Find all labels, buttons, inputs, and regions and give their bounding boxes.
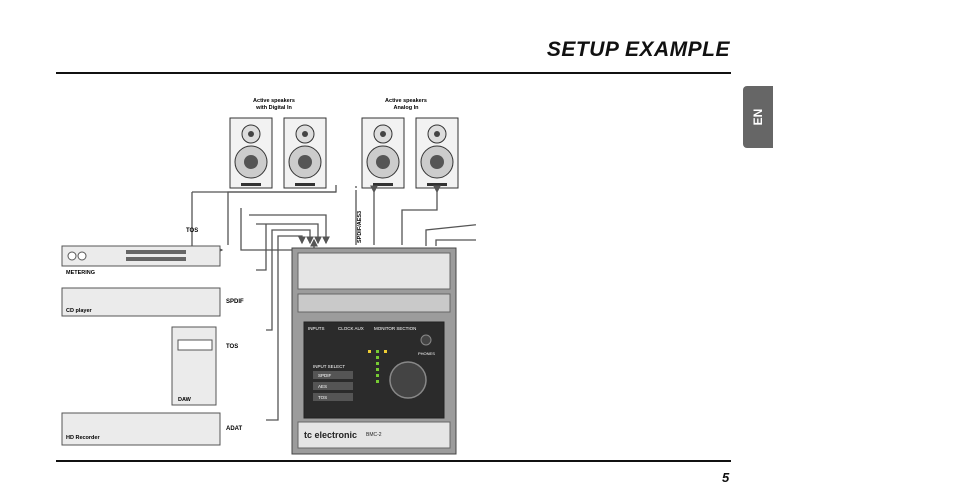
clock-section-label: CLOCK AUX xyxy=(338,326,364,331)
speakers-digital-label-1: Active speakers xyxy=(253,98,295,104)
metering-label: METERING xyxy=(66,270,95,276)
page-title: SETUP EXAMPLE xyxy=(546,38,730,61)
daw-device xyxy=(171,326,217,406)
input-select-label: INPUT SELECT xyxy=(313,364,345,369)
brand-logo: tc electronic xyxy=(304,430,357,440)
cable-label-spdif-aes: SPDIF/AES3 xyxy=(357,211,363,243)
phones-label: PHONES xyxy=(418,351,435,356)
hd-recorder-label: HD Recorder xyxy=(66,435,100,441)
select-tos: TOS xyxy=(318,395,327,400)
speaker-analog-left xyxy=(361,117,405,189)
select-aes: AES xyxy=(318,384,327,389)
hd-recorder-device xyxy=(61,412,221,446)
monitor-section-label: MONITOR SECTION xyxy=(374,326,416,331)
speaker-digital-left xyxy=(229,117,273,189)
speakers-analog-label-1: Active speakers xyxy=(385,98,427,104)
header-rule xyxy=(56,72,731,74)
cd-player-label: CD player xyxy=(66,308,93,314)
model-label: BMC-2 xyxy=(366,432,382,438)
select-spdif: SPDIF xyxy=(318,373,332,378)
speakers-analog-label-2: Analog In xyxy=(393,105,419,111)
footer-rule xyxy=(56,460,731,462)
cable-label-tos-1: TOS xyxy=(186,228,198,234)
language-label: EN xyxy=(751,108,765,126)
speakers-digital-label-2: with Digital In xyxy=(255,105,292,111)
page-number: 5 xyxy=(722,470,730,485)
language-tab: EN xyxy=(743,86,773,148)
cable-label-adat: ADAT xyxy=(226,426,243,432)
inputs-section-label: INPUTS xyxy=(308,326,325,331)
daw-label: DAW xyxy=(178,397,192,403)
metering-device xyxy=(61,245,221,267)
speaker-analog-right xyxy=(415,117,459,189)
bmc2-unit xyxy=(291,247,457,455)
cable-label-tos-2: TOS xyxy=(226,344,238,350)
speaker-digital-right xyxy=(283,117,327,189)
cable-label-spdif: SPDIF xyxy=(226,299,244,305)
setup-diagram: Active speakers with Digital In Active s… xyxy=(61,98,476,455)
cd-player-device xyxy=(61,287,221,317)
